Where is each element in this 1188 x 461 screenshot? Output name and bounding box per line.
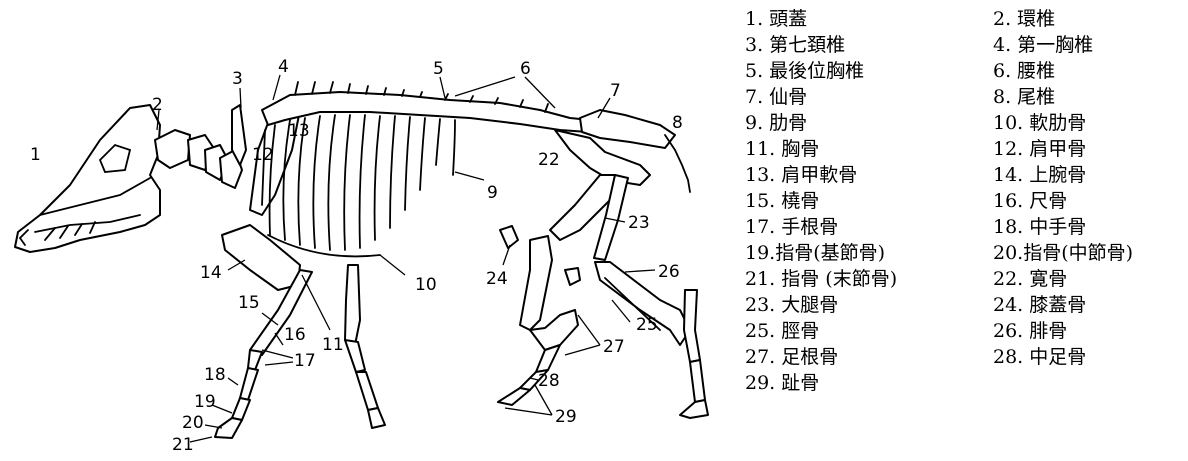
callout-26: 26 bbox=[658, 262, 680, 282]
callout-10: 10 bbox=[415, 275, 437, 295]
callout-22: 22 bbox=[538, 150, 560, 170]
legend-item: 28. 中足骨 bbox=[993, 344, 1086, 370]
legend-item: 18. 中手骨 bbox=[993, 214, 1086, 240]
callout-20: 20 bbox=[182, 413, 204, 433]
callout-6: 6 bbox=[520, 59, 531, 79]
skull bbox=[15, 105, 160, 252]
callout-7: 7 bbox=[610, 81, 621, 101]
pig-skeleton-illustration: 1 2 3 4 5 6 7 8 9 10 11 12 13 14 15 16 1… bbox=[0, 0, 730, 461]
legend-item: 16. 尺骨 bbox=[993, 188, 1067, 214]
legend-item: 25. 脛骨 bbox=[745, 318, 819, 344]
hindlimbs bbox=[498, 175, 708, 418]
legend-item: 11. 胸骨 bbox=[745, 136, 819, 162]
legend-item: 22. 寛骨 bbox=[993, 266, 1067, 292]
legend-item: 1. 頭蓋 bbox=[745, 6, 807, 32]
legend-item: 23. 大腿骨 bbox=[745, 292, 838, 318]
legend-item: 5. 最後位胸椎 bbox=[745, 58, 864, 84]
legend-item: 8. 尾椎 bbox=[993, 84, 1055, 110]
legend-item: 27. 足根骨 bbox=[745, 344, 838, 370]
callout-28: 28 bbox=[538, 371, 560, 391]
legend-item: 4. 第一胸椎 bbox=[993, 32, 1093, 58]
legend-item: 10. 軟肋骨 bbox=[993, 110, 1086, 136]
callout-13: 13 bbox=[288, 121, 310, 141]
callout-12: 12 bbox=[252, 145, 274, 165]
callout-17: 17 bbox=[294, 351, 316, 371]
callout-23: 23 bbox=[628, 213, 650, 233]
callout-24: 24 bbox=[486, 269, 508, 289]
callout-29: 29 bbox=[555, 407, 577, 427]
callout-4: 4 bbox=[278, 57, 289, 77]
callout-9: 9 bbox=[487, 183, 498, 203]
callout-18: 18 bbox=[204, 365, 226, 385]
callout-1: 1 bbox=[30, 145, 41, 165]
callout-5: 5 bbox=[433, 59, 444, 79]
callout-19: 19 bbox=[194, 392, 216, 412]
legend-item: 20.指骨(中節骨) bbox=[993, 240, 1133, 266]
callout-16: 16 bbox=[284, 325, 306, 345]
callout-15: 15 bbox=[238, 293, 260, 313]
legend-item: 29. 趾骨 bbox=[745, 370, 819, 396]
callout-3: 3 bbox=[232, 69, 243, 89]
spine bbox=[262, 82, 590, 132]
cervical-vertebrae bbox=[155, 105, 246, 188]
legend-item: 21. 指骨 (末節骨) bbox=[745, 266, 897, 292]
callout-27: 27 bbox=[603, 337, 625, 357]
legend-item: 17. 手根骨 bbox=[745, 214, 838, 240]
legend-item: 2. 環椎 bbox=[993, 6, 1055, 32]
callout-25: 25 bbox=[636, 315, 658, 335]
callout-8: 8 bbox=[672, 113, 683, 133]
callout-21: 21 bbox=[172, 435, 194, 455]
legend-item: 13. 肩甲軟骨 bbox=[745, 162, 857, 188]
legend-item: 9. 肋骨 bbox=[745, 110, 807, 136]
legend-item: 15. 橈骨 bbox=[745, 188, 819, 214]
legend-item: 24. 膝蓋骨 bbox=[993, 292, 1086, 318]
legend-item: 19.指骨(基節骨) bbox=[745, 240, 885, 266]
legend-item: 7. 仙骨 bbox=[745, 84, 807, 110]
legend-item: 6. 腰椎 bbox=[993, 58, 1055, 84]
legend-item: 3. 第七頚椎 bbox=[745, 32, 845, 58]
callout-2: 2 bbox=[152, 95, 163, 115]
callout-11: 11 bbox=[322, 335, 344, 355]
legend-item: 14. 上腕骨 bbox=[993, 162, 1086, 188]
legend-item: 26. 腓骨 bbox=[993, 318, 1067, 344]
legend-item: 12. 肩甲骨 bbox=[993, 136, 1086, 162]
callout-14: 14 bbox=[200, 263, 222, 283]
